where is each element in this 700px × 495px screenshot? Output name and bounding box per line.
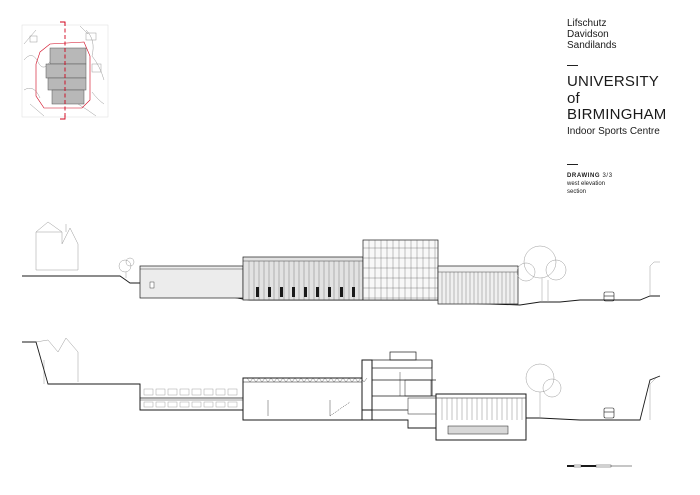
elevation-low-block xyxy=(139,265,244,299)
title-divider xyxy=(567,65,578,66)
title-divider xyxy=(567,164,578,165)
drawing-info: DRAWING 3/3 west elevation section xyxy=(567,172,613,196)
car-icon xyxy=(603,291,615,302)
site-boundary xyxy=(35,41,91,109)
elevation-glazed-tower xyxy=(362,239,439,301)
section-car-park xyxy=(139,384,243,410)
context-right xyxy=(649,261,660,296)
building-massing xyxy=(45,47,87,105)
context-right xyxy=(649,377,657,420)
elevation-sports-hall xyxy=(242,256,364,301)
section-pool-hall xyxy=(435,393,527,441)
tree-icon xyxy=(525,363,562,418)
tree-icon xyxy=(118,257,135,278)
client-line: UNIVERSITY xyxy=(567,73,660,90)
project-name: Indoor Sports Centre xyxy=(567,126,660,137)
client-name: UNIVERSITY of BIRMINGHAM xyxy=(567,73,667,124)
tree-icon xyxy=(516,245,567,302)
practice-name: Lifschutz Davidson Sandilands xyxy=(567,18,616,51)
practice-line: Sandilands xyxy=(567,40,617,51)
drawing-number: 3/3 xyxy=(602,173,613,179)
elevation-pavilion xyxy=(437,265,519,305)
drawing-label: DRAWING xyxy=(567,173,601,179)
context-house-left xyxy=(35,337,79,384)
section-sports-hall xyxy=(242,377,368,421)
practice-line: Lifschutz xyxy=(567,18,607,29)
section-tower xyxy=(361,351,437,421)
drawing-desc: section xyxy=(567,189,587,195)
car-icon xyxy=(603,407,615,419)
context-house-left xyxy=(35,221,79,271)
client-line: of xyxy=(567,89,580,107)
practice-line: Davidson xyxy=(567,29,609,40)
drawing-desc: west elevation xyxy=(567,181,606,187)
client-line: BIRMINGHAM xyxy=(567,106,667,123)
